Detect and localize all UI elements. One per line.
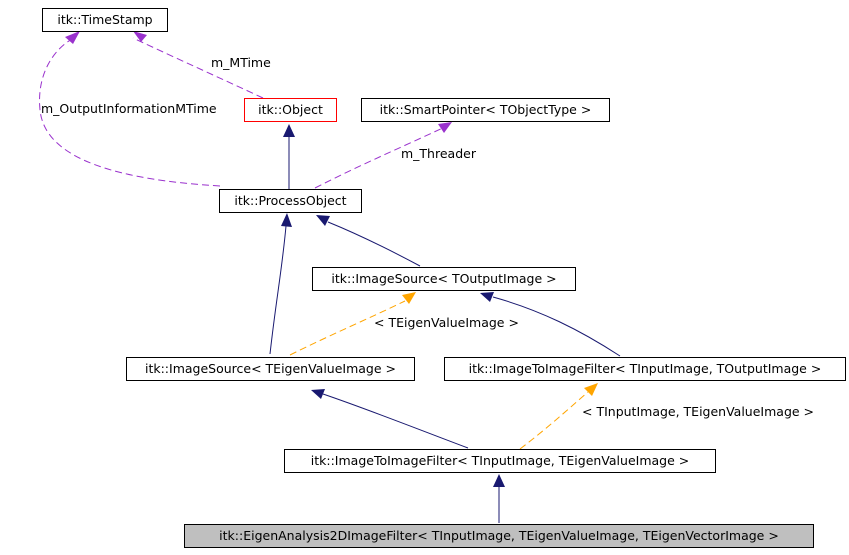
edge-imagetoimage-eig-to-imagesource-eig xyxy=(322,393,469,449)
edge-imagesource-eig-to-processobject xyxy=(269,225,287,355)
arrowhead-smartpointer xyxy=(438,122,452,133)
edge-imagesource-out-to-processobject xyxy=(327,221,421,267)
label-template-input-eigenvalue: < TInputImage, TEigenValueImage > xyxy=(582,404,815,419)
edge-template-imagesource xyxy=(289,300,406,356)
arrowhead-template-imagesource xyxy=(402,292,416,304)
edge-processobject-to-timestamp xyxy=(39,36,221,187)
node-timestamp[interactable]: itk::TimeStamp xyxy=(42,8,168,32)
edge-imagetoimage-out-to-imagesource-out xyxy=(492,296,621,357)
label-m-threader: m_Threader xyxy=(401,146,476,161)
edge-processobject-to-smartpointer xyxy=(314,125,448,189)
arrowhead-imagesource-eig xyxy=(311,389,325,399)
node-imagesource-out[interactable]: itk::ImageSource< TOutputImage > xyxy=(312,267,576,291)
node-imagetoimage-eig[interactable]: itk::ImageToImageFilter< TInputImage, TE… xyxy=(284,449,716,473)
node-processobject[interactable]: itk::ProcessObject xyxy=(219,189,362,213)
arrowhead-imagesource-out xyxy=(480,292,494,302)
label-m-mtime: m_MTime xyxy=(211,55,271,70)
arrowhead-object xyxy=(283,124,295,137)
arrowhead-processobject-2 xyxy=(316,215,330,226)
arrowhead-imagetoimage-eig xyxy=(493,474,505,487)
arrowhead-timestamp-mtime xyxy=(133,31,147,42)
node-object[interactable]: itk::Object xyxy=(244,98,337,122)
arrowhead-template-imagetoimage xyxy=(584,383,598,396)
node-imagesource-eig[interactable]: itk::ImageSource< TEigenValueImage > xyxy=(126,357,415,381)
arrowhead-processobject-1 xyxy=(281,213,292,227)
node-eigenanalysis2d[interactable]: itk::EigenAnalysis2DImageFilter< TInputI… xyxy=(184,524,814,548)
edge-template-imagetoimage xyxy=(519,391,589,450)
node-imagetoimage-out[interactable]: itk::ImageToImageFilter< TInputImage, TO… xyxy=(444,357,846,381)
label-template-eigenvalue: < TEigenValueImage > xyxy=(374,315,519,330)
node-smartpointer[interactable]: itk::SmartPointer< TObjectType > xyxy=(361,98,610,122)
label-m-outputinformationmtime: m_OutputInformationMTime xyxy=(41,101,217,116)
arrowhead-timestamp-outputinfo xyxy=(65,31,80,44)
edge-object-to-timestamp xyxy=(132,37,264,99)
